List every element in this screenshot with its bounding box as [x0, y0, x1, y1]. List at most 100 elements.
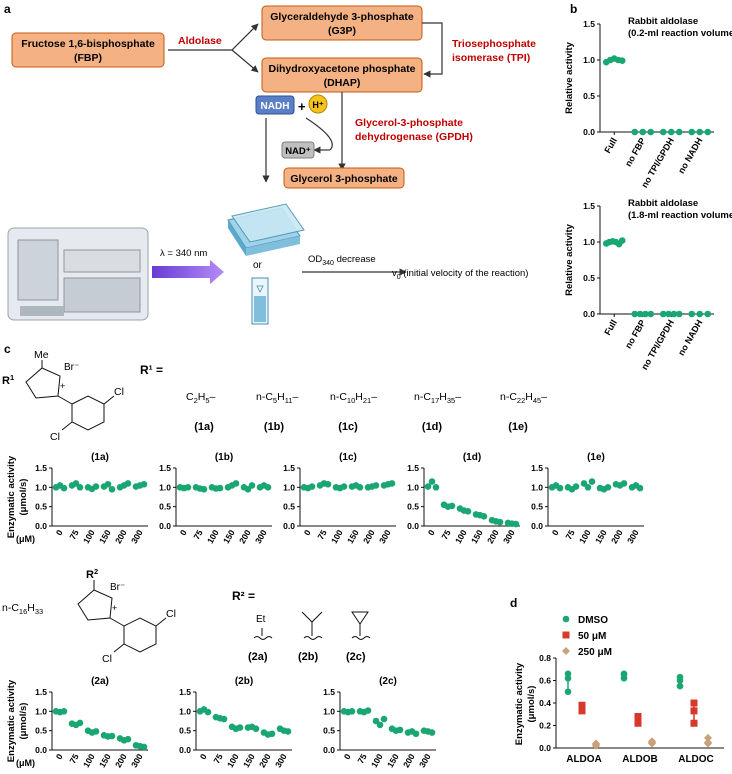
x-tick-label: 100: [369, 752, 385, 770]
data-point: [604, 484, 612, 491]
r1-substituent-1a: C2H5–: [186, 391, 216, 405]
x-tick-label: 300: [129, 528, 145, 546]
x-tick-label: 75: [191, 528, 205, 541]
plot-id: (1d): [463, 452, 481, 463]
data-point: [636, 484, 644, 492]
r1-equals: R¹ =: [140, 363, 163, 377]
data-point: [556, 484, 564, 492]
data-point: [284, 728, 292, 735]
data-point: [676, 673, 684, 681]
y-tick-label: 0.0: [583, 127, 595, 137]
chart-title: (0.2-ml reaction volume): [628, 28, 732, 39]
y-tick-label: 0.5: [283, 502, 295, 512]
data-point: [108, 732, 116, 740]
data-point: [631, 128, 639, 136]
y-axis-label: Enzymatic activity: [514, 662, 525, 745]
arrow-tpi: [422, 22, 443, 78]
x-tick-label: 0: [178, 528, 189, 537]
gpdh-label-2: dehydrogenase (GPDH): [355, 131, 473, 143]
r2-ethyl-label: Et: [256, 614, 266, 625]
microplate-icon: [227, 203, 305, 256]
structure-2: n-C16H33 R2 Br⁻ + Cl Cl: [2, 567, 176, 665]
data-point: [204, 708, 212, 716]
r2b-id: (2b): [298, 651, 319, 663]
x-tick-label: 200: [401, 752, 417, 770]
data-point: [631, 310, 639, 318]
legend-label: 50 μM: [578, 631, 606, 642]
legend-marker: [562, 647, 570, 655]
nadplus-label: NAD⁺: [285, 146, 311, 157]
x-tick-label: 200: [113, 752, 129, 770]
r1-substituent-1b: n-C5H11–: [256, 391, 298, 405]
data-point: [124, 480, 132, 487]
data-point: [220, 715, 228, 723]
pathway-diagram: Fructose 1,6-bisphosphate (FBP) Aldolase…: [11, 5, 536, 189]
r1-substituent-id: (1a): [194, 421, 214, 433]
x-tick-label: 150: [593, 528, 609, 546]
y-tick-label: 1.0: [323, 706, 335, 716]
r2a-id: (2a): [248, 651, 268, 663]
y-tick-label: 1.0: [159, 482, 171, 492]
data-point: [380, 715, 388, 723]
nadh-label: NADH: [261, 101, 290, 112]
legend-marker: [562, 615, 570, 623]
spectrophotometer: [7, 227, 149, 321]
data-point: [216, 484, 224, 492]
x-tick-label: 0: [198, 752, 209, 761]
panel-label-a: a: [4, 2, 11, 16]
plot-id: (2b): [235, 676, 253, 687]
y-tick-label: 0.5: [159, 502, 171, 512]
r1-substituent-1c: n-C10H21–: [330, 391, 377, 405]
data-point: [340, 483, 348, 490]
data-point: [659, 128, 667, 136]
y-axis-label: Relative activity: [564, 223, 575, 296]
x-tick-label: 100: [225, 752, 241, 770]
r2-group-label: R2: [86, 567, 98, 581]
data-point: [428, 729, 436, 736]
data-point: [60, 708, 68, 715]
x-tick-label: ALDOC: [678, 754, 714, 765]
methyl-label: Me: [34, 349, 49, 361]
bromide-label-2: Br⁻: [110, 582, 125, 593]
y-tick-label: 0.0: [179, 745, 191, 755]
data-point: [696, 310, 704, 318]
x-tick-label: 300: [377, 528, 393, 546]
glycerol-label: Glycerol 3-phosphate: [290, 173, 398, 185]
chart-title: Rabbit aldolase: [628, 198, 698, 209]
y-tick-label: 0.5: [583, 273, 595, 283]
data-point: [348, 708, 356, 715]
data-point: [618, 57, 626, 65]
x-tick-label: 300: [129, 752, 145, 770]
data-point: [364, 707, 372, 714]
data-point: [496, 518, 504, 526]
x-tick-label: 100: [577, 528, 593, 546]
y-tick-label: 1.5: [159, 463, 171, 473]
data-point: [578, 701, 586, 709]
data-point: [376, 721, 384, 729]
x-tick-label: 100: [81, 528, 97, 546]
data-point: [676, 682, 684, 690]
x-tick-label: 100: [205, 528, 221, 546]
data-point: [564, 670, 572, 678]
x-tick-label: no NADH: [676, 318, 704, 357]
data-point: [76, 484, 84, 491]
y-tick-label: 1.0: [35, 706, 47, 716]
data-point: [690, 707, 698, 715]
plus-sign: +: [298, 99, 306, 114]
v0-label: v0 (initial velocity of the reaction): [392, 268, 528, 281]
arrow-fbp-dhap: [231, 49, 259, 73]
nadplus-box: [281, 141, 315, 159]
legend-marker: [562, 631, 570, 639]
tpi-label-2: isomerase (TPI): [452, 52, 530, 64]
y-tick-label: 1.5: [531, 463, 543, 473]
data-point: [108, 485, 116, 493]
plot-id: (2c): [379, 676, 397, 687]
data-point: [92, 728, 100, 735]
x-tick-label: no NADH: [676, 136, 704, 175]
y-axis-label-unit: (μmol/s): [18, 703, 29, 740]
y-tick-label: 0.5: [531, 502, 543, 512]
